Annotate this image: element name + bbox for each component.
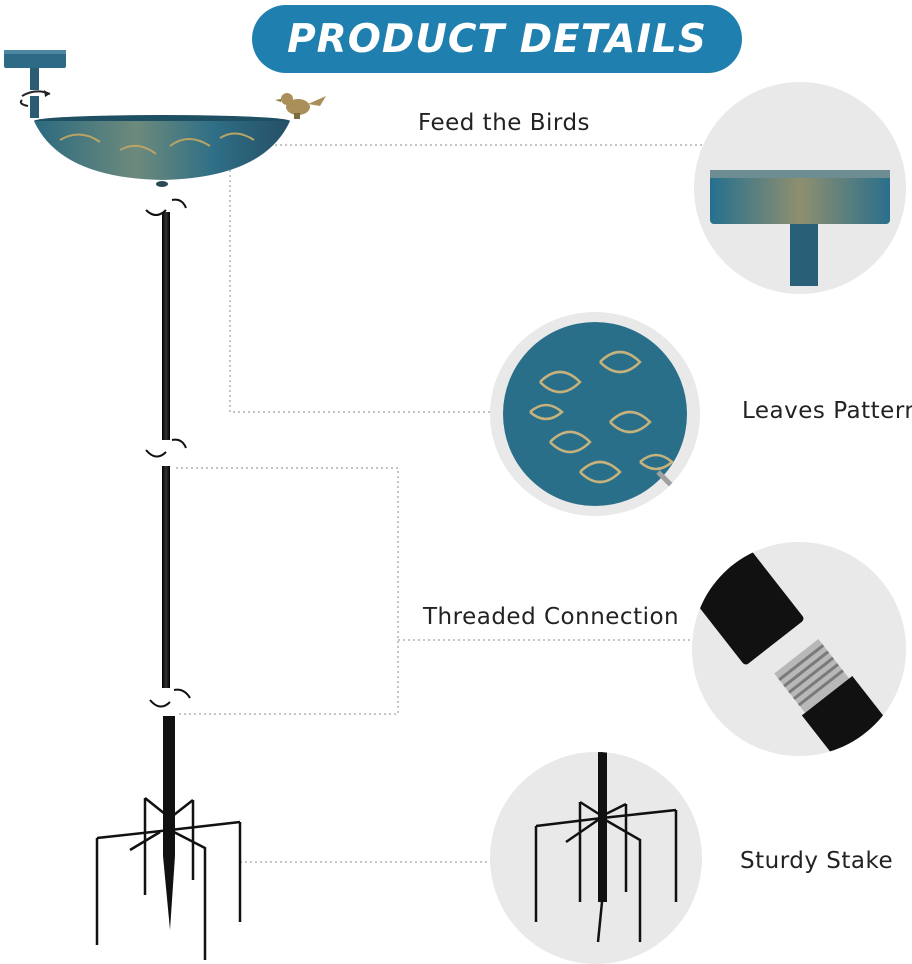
bird-figurine-icon <box>275 93 326 119</box>
leaves-pattern-closeup <box>490 312 700 516</box>
feature-label-feed-the-birds: Feed the Birds <box>418 110 591 136</box>
stake-body <box>95 716 242 960</box>
pole-segment-middle <box>162 466 170 688</box>
twist-arrow-icon <box>19 90 51 107</box>
sturdy-stake-closeup <box>490 752 702 964</box>
feature-label-leaves-pattern: Leaves Pattern <box>742 398 912 424</box>
feeder-tray-closeup <box>694 82 906 294</box>
feature-label-threaded-connection: Threaded Connection <box>423 604 680 630</box>
threaded-connection-closeup <box>692 542 906 756</box>
connector-lines <box>176 144 704 863</box>
product-details-banner: PRODUCT DETAILS <box>252 5 742 73</box>
page-title: PRODUCT DETAILS <box>287 16 707 62</box>
pole-segment-top <box>162 212 170 440</box>
twist-arrow-icon <box>145 198 191 708</box>
bird-bath-bowl <box>34 115 290 187</box>
feature-label-sturdy-stake: Sturdy Stake <box>740 848 894 874</box>
feeder-tray <box>4 50 66 118</box>
